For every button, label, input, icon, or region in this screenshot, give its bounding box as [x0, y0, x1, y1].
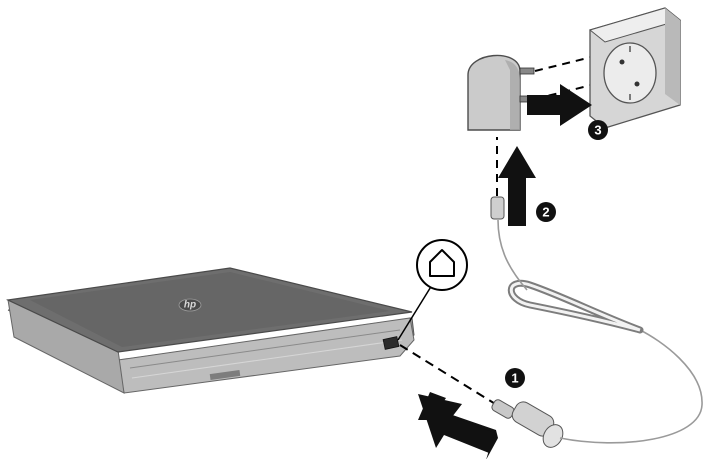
step-number-3: 3 — [594, 123, 601, 138]
step-number-2: 2 — [542, 205, 549, 220]
hp-logo-text: hp — [184, 300, 196, 311]
cable-lower — [560, 330, 702, 443]
adapter-cord-plug[interactable] — [491, 197, 504, 219]
step-number-1: 1 — [511, 371, 518, 386]
cable-upper — [498, 220, 527, 290]
laptop: hp — [8, 268, 414, 393]
hp-logo: hp — [179, 299, 201, 311]
arrow-step-3 — [527, 84, 592, 126]
step-badge-2: 2 — [536, 202, 556, 222]
step-badge-1: 1 — [505, 368, 525, 388]
wall-outlet[interactable] — [590, 8, 680, 128]
step-badge-3: 3 — [588, 120, 608, 140]
dc-connector[interactable] — [490, 398, 566, 451]
